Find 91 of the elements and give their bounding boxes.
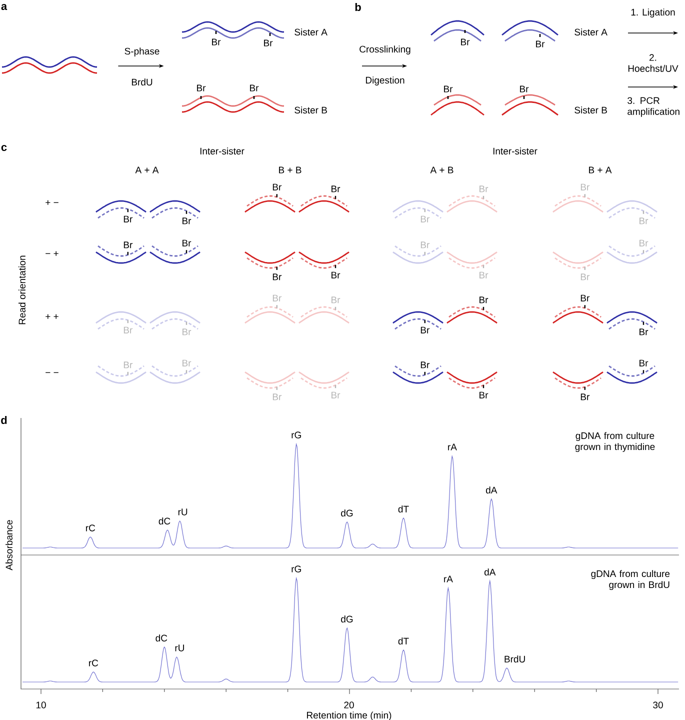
br-label: Br: [272, 274, 282, 280]
peak-label: dG: [341, 616, 353, 622]
peak-label: dA: [486, 486, 498, 494]
peak-label: dT: [398, 638, 409, 644]
peak-label: dA: [484, 568, 496, 576]
axis-title: Read orientation: [18, 256, 26, 324]
group-heading: Inter-sister: [200, 148, 244, 154]
br-label: Br: [124, 216, 132, 222]
br-label: Br: [480, 296, 488, 304]
row-label: − −: [46, 372, 58, 373]
br-label: Br: [272, 294, 282, 302]
panel-letter: b: [355, 2, 361, 12]
peak-label: dT: [398, 506, 409, 512]
br-label: Br: [420, 242, 430, 248]
peak-label: rC: [86, 524, 96, 532]
step-label: 1. Ligation: [631, 8, 675, 18]
br-label: Br: [182, 218, 192, 224]
arrow-label: Digestion: [366, 76, 404, 86]
arrow-label: BrdU: [132, 78, 152, 86]
peak-label: BrdU: [504, 656, 525, 662]
axis-title: Retention time (min): [307, 712, 392, 720]
br-label: Br: [264, 40, 273, 46]
br-label: Br: [420, 216, 430, 222]
group-heading: Inter-sister: [493, 148, 538, 154]
panel-letter: c: [1, 145, 7, 152]
tick-label: 20: [344, 702, 354, 708]
peak-label: rA: [444, 576, 453, 582]
br-label: Br: [640, 240, 648, 246]
br-label: Br: [272, 184, 282, 190]
peak-label: rG: [292, 432, 301, 438]
br-label: Br: [640, 360, 648, 366]
column-heading: B + A: [589, 166, 612, 174]
br-label: Br: [444, 86, 453, 92]
br-label: Br: [420, 362, 430, 368]
step-label: Crosslinking: [360, 46, 410, 54]
br-label: Br: [124, 242, 132, 248]
br-label: Br: [272, 394, 282, 400]
br-label: Br: [332, 296, 340, 304]
br-label: Br: [124, 362, 132, 368]
panel-letter: d: [1, 416, 7, 424]
br-label: Br: [420, 326, 430, 334]
br-label: Br: [580, 294, 590, 302]
br-label: Br: [640, 218, 648, 224]
br-label: Br: [580, 184, 590, 190]
strand-label: Sister B: [294, 106, 327, 114]
br-label: Br: [250, 84, 259, 92]
br-label: Br: [640, 328, 648, 336]
column-heading: A + B: [430, 166, 454, 174]
row-label: + +: [46, 314, 58, 319]
tick-label: 10: [36, 702, 46, 708]
dna-drawing: [2, 56, 98, 74]
peak-label: rU: [175, 644, 184, 652]
br-label: Br: [461, 38, 470, 46]
br-label: Br: [480, 272, 488, 278]
peak-label: dC: [158, 518, 170, 524]
br-label: Br: [536, 40, 545, 48]
peak-label: rG: [292, 566, 301, 572]
axis-title: Absorbance: [6, 520, 12, 570]
column-heading: A + A: [135, 166, 159, 174]
br-label: Br: [332, 392, 340, 398]
peak-label: rU: [178, 508, 188, 516]
br-label: Br: [182, 240, 192, 246]
br-label: Br: [480, 392, 488, 398]
br-label: Br: [197, 84, 206, 92]
strand-label: Sister A: [294, 28, 328, 36]
arrow-label: S-phase: [124, 48, 160, 56]
br-label: Br: [182, 360, 192, 366]
row-label: − +: [46, 251, 58, 256]
peak-label: rA: [448, 444, 457, 450]
br-label: Br: [580, 274, 590, 280]
row-label: + −: [46, 200, 58, 205]
panel-letter: a: [1, 4, 8, 10]
step-label: 2. Hoechst/UV: [628, 54, 678, 72]
br-label: Br: [480, 186, 488, 192]
br-label: Br: [212, 38, 221, 46]
tick-label: 30: [653, 702, 663, 708]
trace-caption: gDNA from culture grown in BrdU: [591, 570, 670, 590]
br-label: Br: [520, 86, 529, 92]
strand-label: Sister A: [574, 28, 608, 36]
step-label: 3. PCR amplification: [628, 97, 680, 117]
br-label: Br: [332, 186, 340, 192]
br-label: Br: [580, 394, 590, 400]
strand-label: Sister B: [574, 106, 607, 114]
trace-caption: gDNA from culture grown in thymidine: [575, 432, 655, 452]
br-label: Br: [124, 326, 132, 334]
br-label: Br: [332, 272, 340, 278]
column-heading: B + B: [279, 166, 302, 174]
br-label: Br: [182, 328, 192, 336]
peak-label: rC: [89, 660, 98, 666]
peak-label: dG: [341, 510, 353, 516]
peak-label: dC: [156, 634, 168, 642]
